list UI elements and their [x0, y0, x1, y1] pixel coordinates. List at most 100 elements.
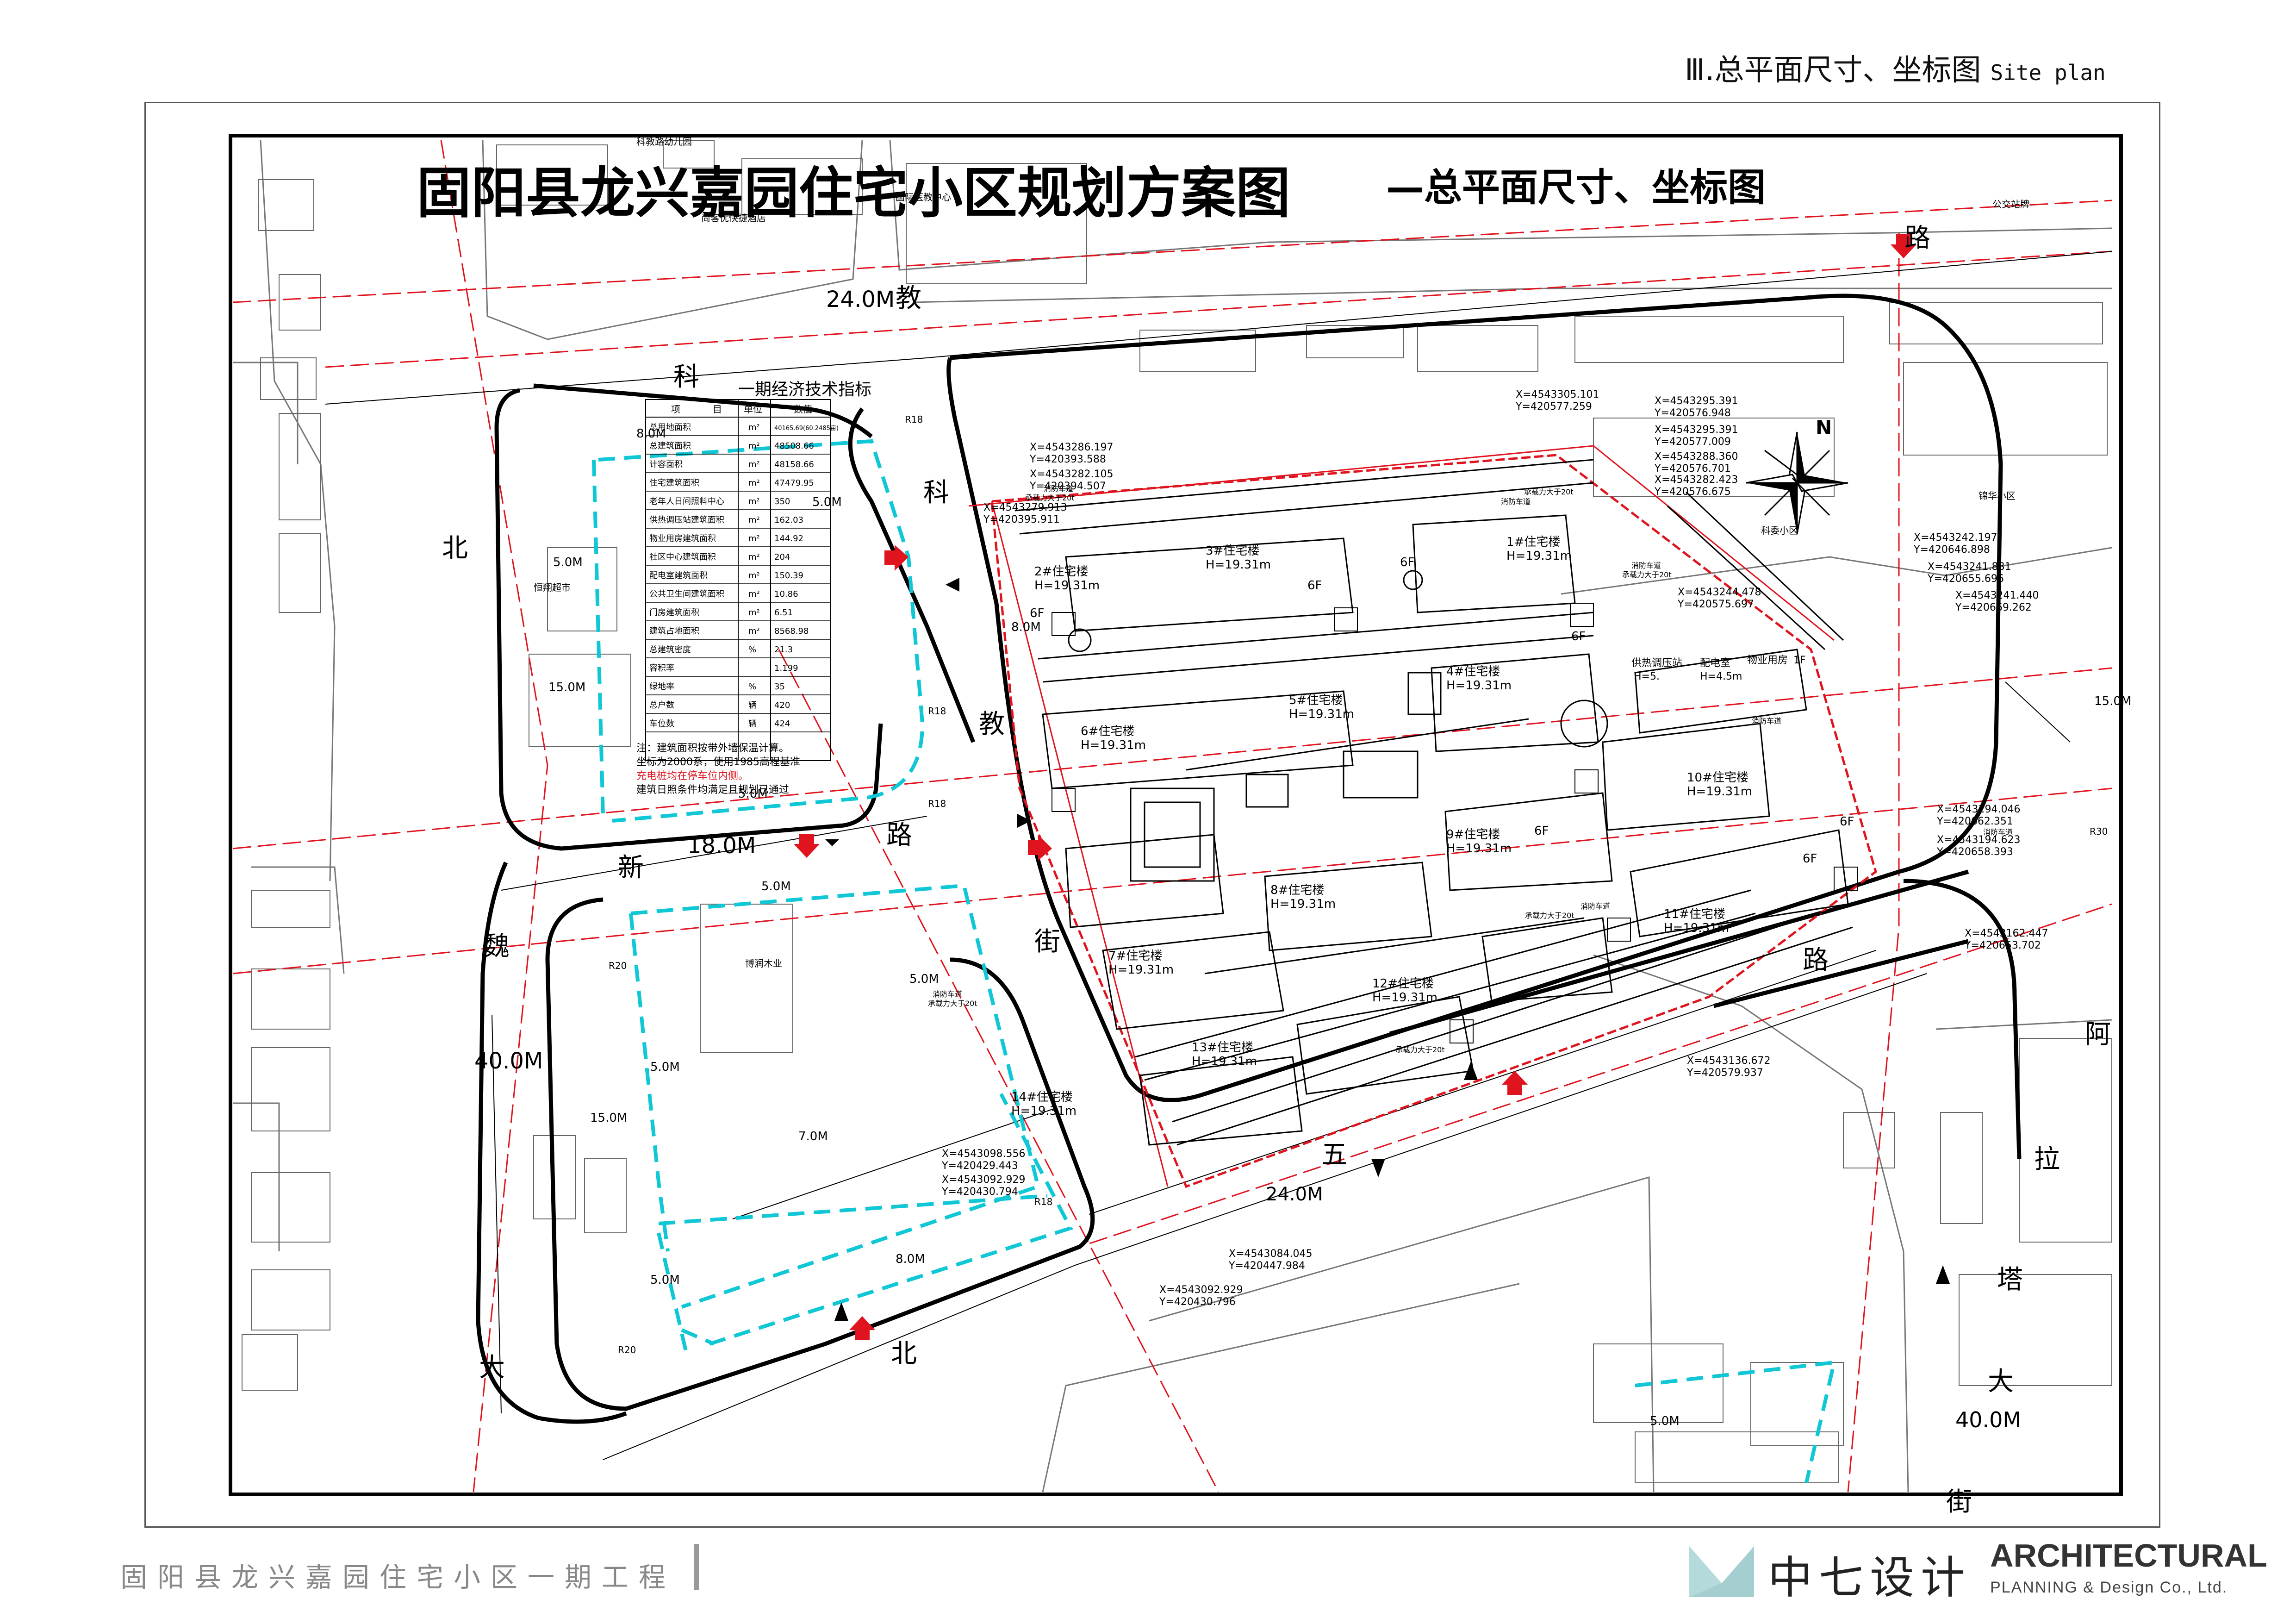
coord-x: X=4543194.046: [1937, 804, 2020, 815]
table-cell: m²: [748, 441, 760, 451]
setback-5: 5.0M: [650, 1060, 680, 1074]
building-height: H=19.31m: [1270, 897, 1336, 911]
coord-x: X=4543305.101: [1516, 389, 1599, 400]
floor-labels: 6F 6F 6F 6F 6F 6F 6F: [1030, 556, 1854, 866]
table-cell: 1.199: [774, 663, 798, 673]
building-height: H=19.31m: [1108, 963, 1174, 977]
road-char: 大: [479, 1353, 505, 1383]
table-cell: 老年人日间照料中心: [649, 497, 724, 506]
road-char: 北: [442, 533, 468, 563]
radius-label: R18: [905, 414, 923, 425]
building-name: 3#住宅楼: [1206, 544, 1259, 558]
coord-x: X=4543244.478: [1678, 587, 1761, 598]
table-notes: 注：建筑面积按带外墙保温计算。 坐标为2000系，使用1985高程基准 充电桩均…: [636, 743, 800, 796]
radius-label: R20: [609, 960, 627, 971]
parking-bays: [1014, 459, 1853, 1146]
coord-y: Y=420577.009: [1654, 436, 1731, 448]
road-char: 路: [886, 820, 912, 850]
company-name-cn: 中七设计: [1768, 1552, 1972, 1604]
building-height: H=19.31m: [1446, 842, 1512, 856]
coord-x: X=4543241.881: [1928, 561, 2011, 573]
footer-divider: [694, 1544, 699, 1590]
central-plaza: [1068, 570, 1608, 974]
site-boundary: [968, 445, 1877, 1188]
building-name: 10#住宅楼: [1687, 771, 1748, 785]
road-char: 科: [673, 362, 699, 392]
context-blocks: [242, 140, 2112, 1483]
facility-labels: 供热调压站 H=5. 配电室 H=4.5m 物业用房 1F: [1631, 655, 1806, 682]
building-name: 8#住宅楼: [1270, 883, 1324, 897]
label-hotel: 尚客优快捷酒店: [701, 212, 766, 224]
building-name: 13#住宅楼: [1192, 1041, 1253, 1055]
table-cell: m²: [748, 589, 760, 599]
table-cell: m²: [748, 460, 760, 469]
setback-5: 5.0M: [738, 787, 768, 801]
table-note: 坐标为2000系，使用1985高程基准: [636, 756, 800, 768]
road-labels: 科 24.0M 教 路 科 教 街 新 18.0M 路 北 魏 大 40.0M …: [442, 223, 2111, 1517]
floor-label: 6F: [1803, 852, 1817, 866]
label-power-h: H=4.5m: [1700, 671, 1742, 682]
coord-y: Y=420576.675: [1654, 486, 1731, 498]
coord-x: X=4543098.556: [942, 1148, 1025, 1160]
table-note: 注：建筑面积按带外墙保温计算。: [636, 743, 789, 754]
coord-y: Y=420430.794: [941, 1186, 1018, 1198]
plan-main-title: 固阳县龙兴嘉园住宅小区规划方案图: [417, 161, 1290, 225]
plan-frame: [229, 134, 2123, 1496]
road-centerlines: [232, 140, 2112, 1493]
radius-label: R18: [928, 798, 946, 809]
fire-load-label: 承载力大于20t: [928, 999, 977, 1008]
table-cell: 48158.66: [774, 460, 814, 469]
building-name: 1#住宅楼: [1506, 535, 1560, 549]
building-name: 4#住宅楼: [1446, 665, 1500, 679]
table-cell: 辆: [748, 719, 757, 729]
floor-label: 6F: [1534, 824, 1549, 838]
fire-access-label: 消防车道: [1983, 828, 2013, 837]
table-cell: m²: [748, 571, 760, 581]
coord-x: X=4543092.929: [942, 1174, 1025, 1186]
building-name: 6#住宅楼: [1081, 725, 1134, 738]
building-name: 14#住宅楼: [1011, 1090, 1073, 1104]
stair-boxes: [1052, 603, 1858, 1043]
road-width: 40.0M: [1955, 1407, 2021, 1432]
fire-access-label: 消防车道: [1501, 497, 1531, 506]
table-cell: 供热调压站建筑面积: [649, 515, 724, 525]
building-height: H=19.31m: [1011, 1104, 1076, 1118]
road-char: 大: [1988, 1367, 2014, 1397]
drawing-sheet: N 固阳县龙兴嘉园住宅小区规划方案图: [144, 102, 2160, 1528]
site-plan-svg: N 固阳县龙兴嘉园住宅小区规划方案图: [229, 134, 2131, 1517]
fire-labels: 消防车道 承载力大于20t 消防车道 承载力大于20t 消防车道 承载力大于20…: [928, 484, 2013, 1054]
table-note: 建筑日照条件均满足且规划已通过: [636, 784, 789, 796]
fire-load-label: 承载力大于20t: [1025, 493, 1075, 502]
coord-x: X=4543286.197: [1030, 442, 1113, 453]
radius-label: R30: [2090, 826, 2108, 837]
road-char: 街: [1946, 1487, 1972, 1517]
road-width: 24.0M: [1266, 1184, 1323, 1205]
coord-x: X=4543279.913: [983, 502, 1067, 513]
landmark-labels: 科教路幼儿园 尚客优快捷酒店 国际医教中心 公交站牌 锦华小区 科委小区 博润木…: [534, 136, 2029, 969]
table-cell: 总用地面积: [649, 423, 691, 432]
label-heat-h: H=5.: [1634, 671, 1660, 682]
setback-8: 8.0M: [636, 427, 666, 441]
table-note: 充电桩均在停车位内侧。: [636, 770, 748, 782]
building-name: 7#住宅楼: [1108, 949, 1162, 963]
building-name: 11#住宅楼: [1664, 907, 1725, 921]
table-cell: 204: [774, 552, 790, 562]
fire-load-label: 承载力大于20t: [1524, 487, 1574, 496]
table-header: 目: [713, 404, 722, 415]
road-char: 路: [1803, 945, 1829, 975]
road-char: 科: [923, 478, 949, 508]
coord-y: Y=420577.259: [1515, 401, 1592, 412]
coord-y: Y=420430.796: [1159, 1296, 1236, 1308]
coord-x: X=4543241.440: [1955, 590, 2039, 601]
label-heat-station: 供热调压站: [1631, 657, 1682, 669]
road-char: 教: [979, 709, 1005, 739]
road-width: 24.0M: [826, 287, 895, 312]
setback-8: 8.0M: [896, 1252, 925, 1266]
radius-label: R20: [618, 1344, 636, 1355]
coord-x: X=4543092.929: [1159, 1284, 1243, 1296]
coord-y: Y=420395.911: [983, 514, 1060, 525]
setback-15: 15.0M: [548, 681, 585, 694]
building-height: H=19.31m: [1687, 785, 1752, 799]
coord-y: Y=420393.588: [1029, 454, 1106, 465]
